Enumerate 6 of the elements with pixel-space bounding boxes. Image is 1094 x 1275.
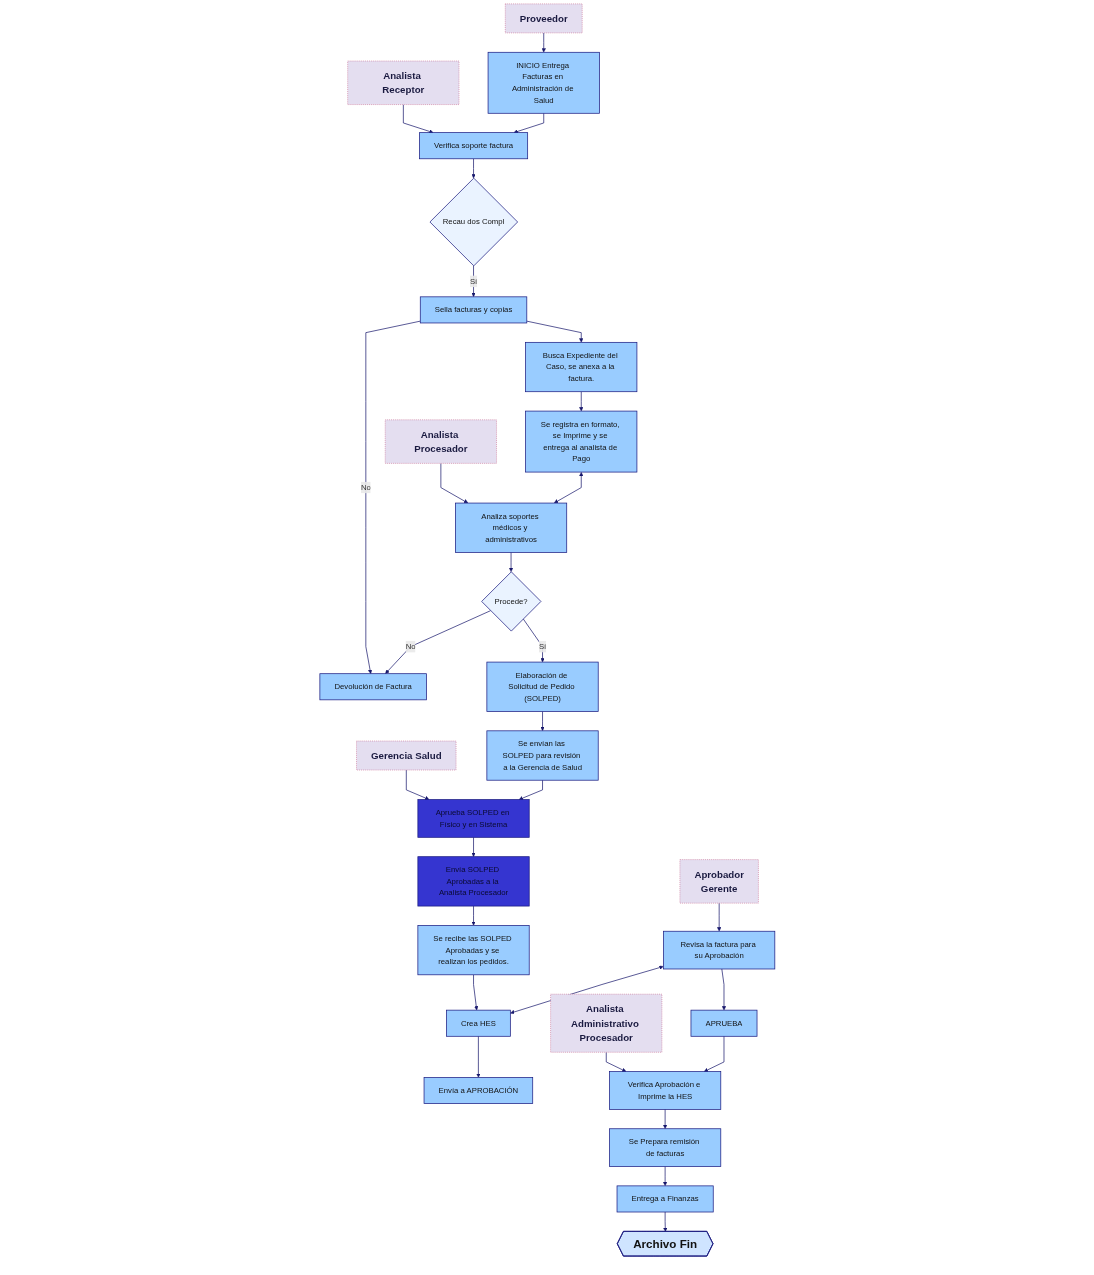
node-box: Aprobador Gerente [679, 859, 759, 904]
node-box: Analista Procesador [384, 419, 497, 464]
node-box: Gerencia Salud [355, 740, 456, 771]
node-box: Analista Administrativo Procesador [550, 993, 662, 1053]
node-box: Analista Receptor [347, 60, 459, 105]
node-box: Proveedor [504, 3, 583, 34]
